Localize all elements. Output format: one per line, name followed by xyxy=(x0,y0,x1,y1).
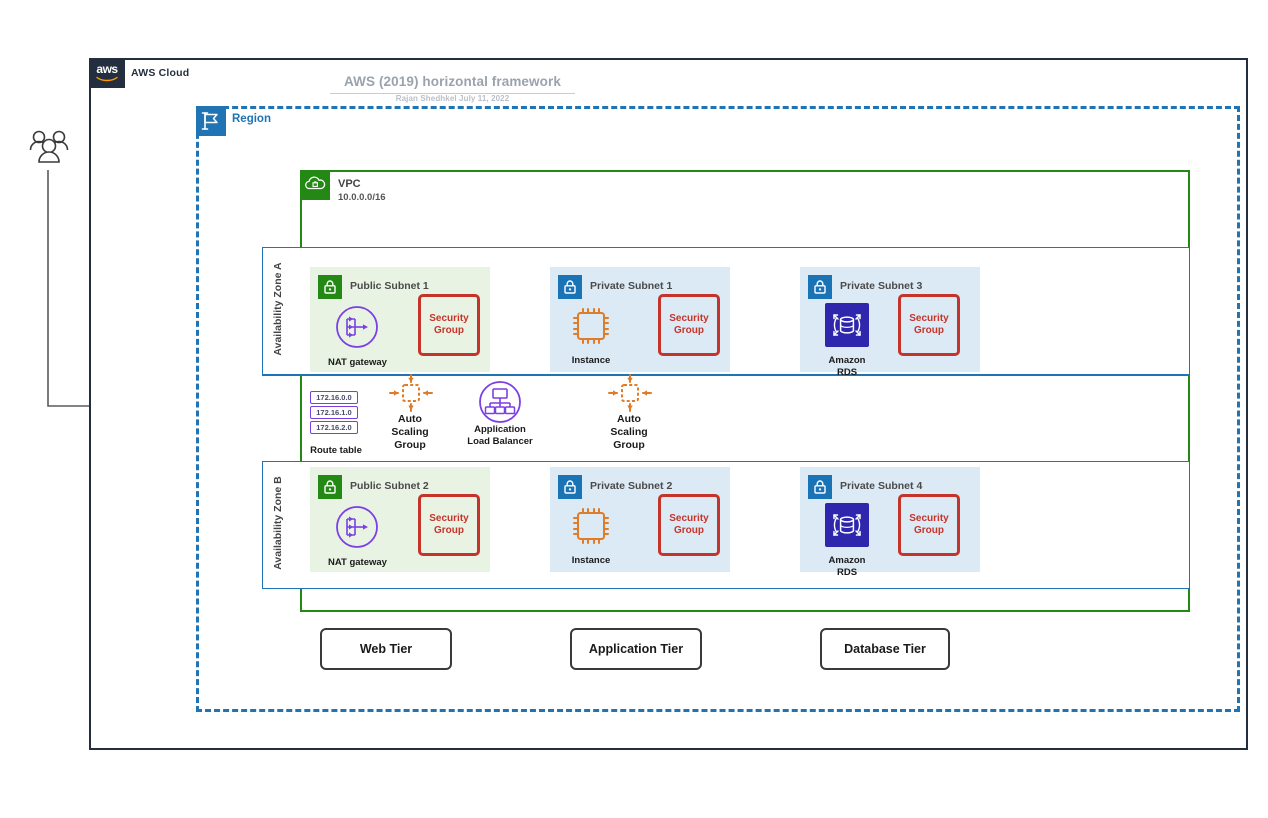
auto-scaling-group-left-label: Auto Scaling Group xyxy=(391,413,429,451)
title-divider xyxy=(330,93,575,94)
resource-label: Amazon RDS xyxy=(828,355,866,378)
route-table-row: 172.16.0.0 xyxy=(310,391,358,404)
aws-logo-text: aws xyxy=(96,62,118,76)
ec2-instance-icon xyxy=(570,305,612,352)
ec2-instance-icon xyxy=(570,505,612,552)
band-divider-top xyxy=(262,375,1190,376)
region-boundary xyxy=(196,106,1240,712)
security-group-box[interactable]: Security Group xyxy=(898,494,960,556)
subnet-public-subnet-1[interactable]: Public Subnet 1 NAT gateway Security Gro xyxy=(310,267,490,372)
subnet-title: Private Subnet 1 xyxy=(590,280,673,292)
nat-gateway-icon xyxy=(335,305,379,354)
private-subnet-lock-icon xyxy=(558,275,582,299)
subnet-title: Public Subnet 2 xyxy=(350,480,429,492)
tier-label: Application Tier xyxy=(588,642,684,656)
amazon-rds-resource[interactable]: Amazon RDS xyxy=(818,503,876,579)
route-table-row: 172.16.2.0 xyxy=(310,421,358,434)
security-group-box[interactable]: Security Group xyxy=(898,294,960,356)
private-subnet-lock-icon xyxy=(558,475,582,499)
route-table-label: Route table xyxy=(310,445,362,456)
nat-gateway-resource[interactable]: NAT gateway xyxy=(328,305,387,369)
subnet-title: Private Subnet 2 xyxy=(590,480,673,492)
subnet-private-subnet-2[interactable]: Private Subnet 2 Instance Security Group xyxy=(550,467,730,572)
tier-box-database[interactable]: Database Tier xyxy=(820,628,950,670)
security-group-label: Security Group xyxy=(429,513,469,536)
tier-label: Database Tier xyxy=(844,642,926,656)
subnet-title: Private Subnet 4 xyxy=(840,480,923,492)
resource-label: Instance xyxy=(571,355,611,366)
page-title: AWS (2019) horizontal framework xyxy=(344,74,561,89)
ec2-instance-resource[interactable]: Instance xyxy=(570,305,612,367)
vpc-cidr-label: 10.0.0.0/16 xyxy=(338,192,386,203)
subnet-private-subnet-1[interactable]: Private Subnet 1 Instance Security Group xyxy=(550,267,730,372)
resource-label: Instance xyxy=(571,555,611,566)
auto-scaling-group-icon[interactable] xyxy=(387,373,433,413)
security-group-box[interactable]: Security Group xyxy=(658,494,720,556)
aws-cloud-label: AWS Cloud xyxy=(131,67,190,79)
subnet-public-subnet-2[interactable]: Public Subnet 2 NAT gateway Security Gro xyxy=(310,467,490,572)
security-group-label: Security Group xyxy=(669,313,709,336)
aws-logo-icon: aws xyxy=(89,58,125,88)
public-subnet-lock-icon xyxy=(318,275,342,299)
security-group-label: Security Group xyxy=(909,513,949,536)
amazon-rds-icon xyxy=(825,503,869,552)
subnet-title: Private Subnet 3 xyxy=(840,280,923,292)
region-label: Region xyxy=(232,113,271,125)
page-subtitle: Rajan Shedhkel July 11, 2022 xyxy=(395,94,510,103)
vpc-label: VPC xyxy=(338,178,361,190)
security-group-label: Security Group xyxy=(909,313,949,336)
tier-label: Web Tier xyxy=(359,642,413,656)
resource-label: NAT gateway xyxy=(328,557,387,568)
security-group-box[interactable]: Security Group xyxy=(418,294,480,356)
auto-scaling-group-icon[interactable] xyxy=(606,373,652,413)
band-divider-bottom xyxy=(262,461,1190,462)
subnet-private-subnet-4[interactable]: Private Subnet 4 xyxy=(800,467,980,578)
subnet-private-subnet-3[interactable]: Private Subnet 3 xyxy=(800,267,980,378)
ec2-instance-resource[interactable]: Instance xyxy=(570,505,612,567)
application-load-balancer-icon[interactable] xyxy=(478,380,522,424)
auto-scaling-group-right-label: Auto Scaling Group xyxy=(610,413,648,451)
security-group-box[interactable]: Security Group xyxy=(658,294,720,356)
private-subnet-lock-icon xyxy=(808,475,832,499)
availability-zone-a-label: Availability Zone A xyxy=(272,262,284,356)
resource-label: Amazon RDS xyxy=(828,555,866,578)
route-table[interactable]: 172.16.0.0 172.16.1.0 172.16.2.0 xyxy=(310,391,362,436)
security-group-label: Security Group xyxy=(669,513,709,536)
tier-box-application[interactable]: Application Tier xyxy=(570,628,702,670)
subnet-title: Public Subnet 1 xyxy=(350,280,429,292)
vpc-cloud-icon xyxy=(300,170,330,200)
security-group-box[interactable]: Security Group xyxy=(418,494,480,556)
aws-smile-icon xyxy=(96,76,118,82)
nat-gateway-icon xyxy=(335,505,379,554)
application-load-balancer-label: Application Load Balancer xyxy=(467,424,533,447)
users-icon xyxy=(26,126,72,172)
private-subnet-lock-icon xyxy=(808,275,832,299)
amazon-rds-resource[interactable]: Amazon RDS xyxy=(818,303,876,379)
security-group-label: Security Group xyxy=(429,313,469,336)
public-subnet-lock-icon xyxy=(318,475,342,499)
route-table-row: 172.16.1.0 xyxy=(310,406,358,419)
region-flag-icon xyxy=(196,106,226,136)
nat-gateway-resource[interactable]: NAT gateway xyxy=(328,505,387,569)
resource-label: NAT gateway xyxy=(328,357,387,368)
availability-zone-b-label: Availability Zone B xyxy=(272,476,284,570)
amazon-rds-icon xyxy=(825,303,869,352)
tier-box-web[interactable]: Web Tier xyxy=(320,628,452,670)
